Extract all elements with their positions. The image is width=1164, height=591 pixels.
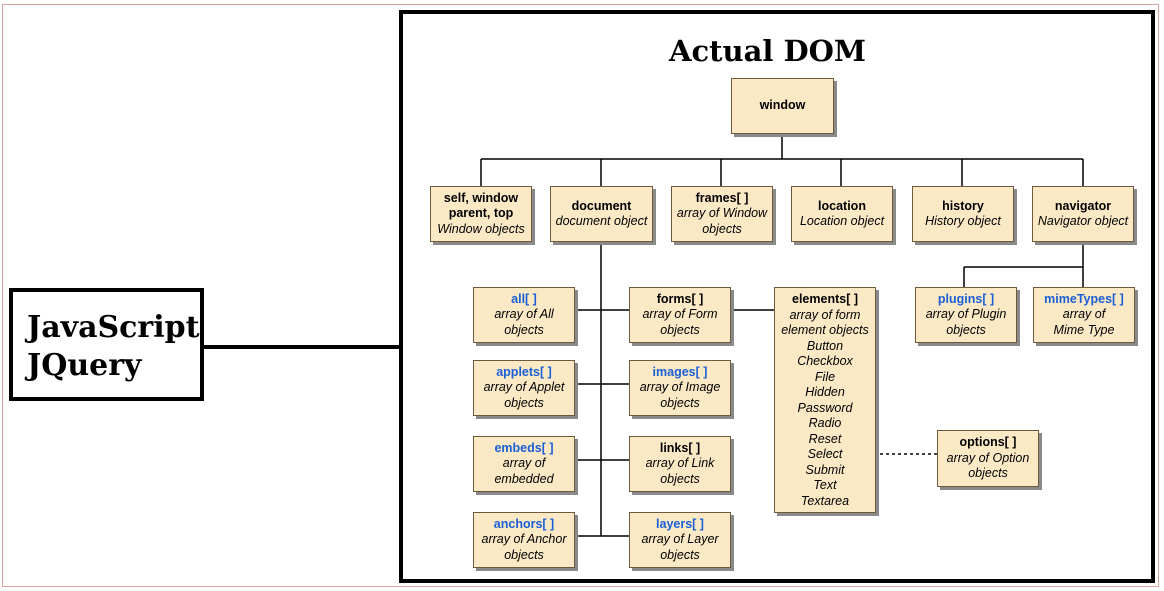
element-type-submit: Submit [805,462,845,477]
left-label-line2: JQuery [27,348,142,383]
node-all: all[ ] array of All objects [473,287,575,343]
node-plugins: plugins[ ] array of Plugin objects [915,287,1017,343]
element-type-file: File [814,369,836,384]
node-window: window [731,78,834,134]
page-outer-frame [2,4,1159,587]
javascript-jquery-box: JavaScript JQuery [9,288,204,401]
node-links: links[ ] array of Link objects [629,436,731,492]
node-elements: elements[ ] array of form element object… [774,287,876,513]
node-history: history History object [912,186,1014,242]
node-document: document document object [550,186,653,242]
element-type-checkbox: Checkbox [797,354,853,368]
node-anchors: anchors[ ] array of Anchor objects [473,512,575,568]
element-type-button: Button [806,338,844,353]
node-applets: applets[ ] array of Applet objects [473,360,575,416]
element-type-reset: Reset [808,431,842,446]
node-images: images[ ] array of Image objects [629,360,731,416]
node-self-window: self, window parent, top Window objects [430,186,532,242]
node-mimetypes: mimeTypes[ ] array of Mime Type [1033,287,1135,343]
node-forms: forms[ ] array of Form objects [629,287,731,343]
node-location: location Location object [791,186,893,242]
element-type-select: Select [807,447,843,461]
node-navigator: navigator Navigator object [1032,186,1134,242]
node-layers: layers[ ] array of Layer objects [629,512,731,568]
element-type-radio: Radio [808,416,842,430]
element-type-hidden: Hidden [805,385,845,399]
node-frames: frames[ ] array of Window objects [671,186,773,242]
box-connector-line [203,345,404,349]
element-type-textarea: Textarea [800,493,850,508]
node-options: options[ ] array of Option objects [937,430,1039,487]
diagram-title: Actual DOM [668,34,867,68]
element-type-text: Text [813,478,837,492]
element-type-password: Password [797,400,853,415]
node-embeds: embeds[ ] array of embedded [473,436,575,492]
left-label-line1: JavaScript [27,310,200,345]
